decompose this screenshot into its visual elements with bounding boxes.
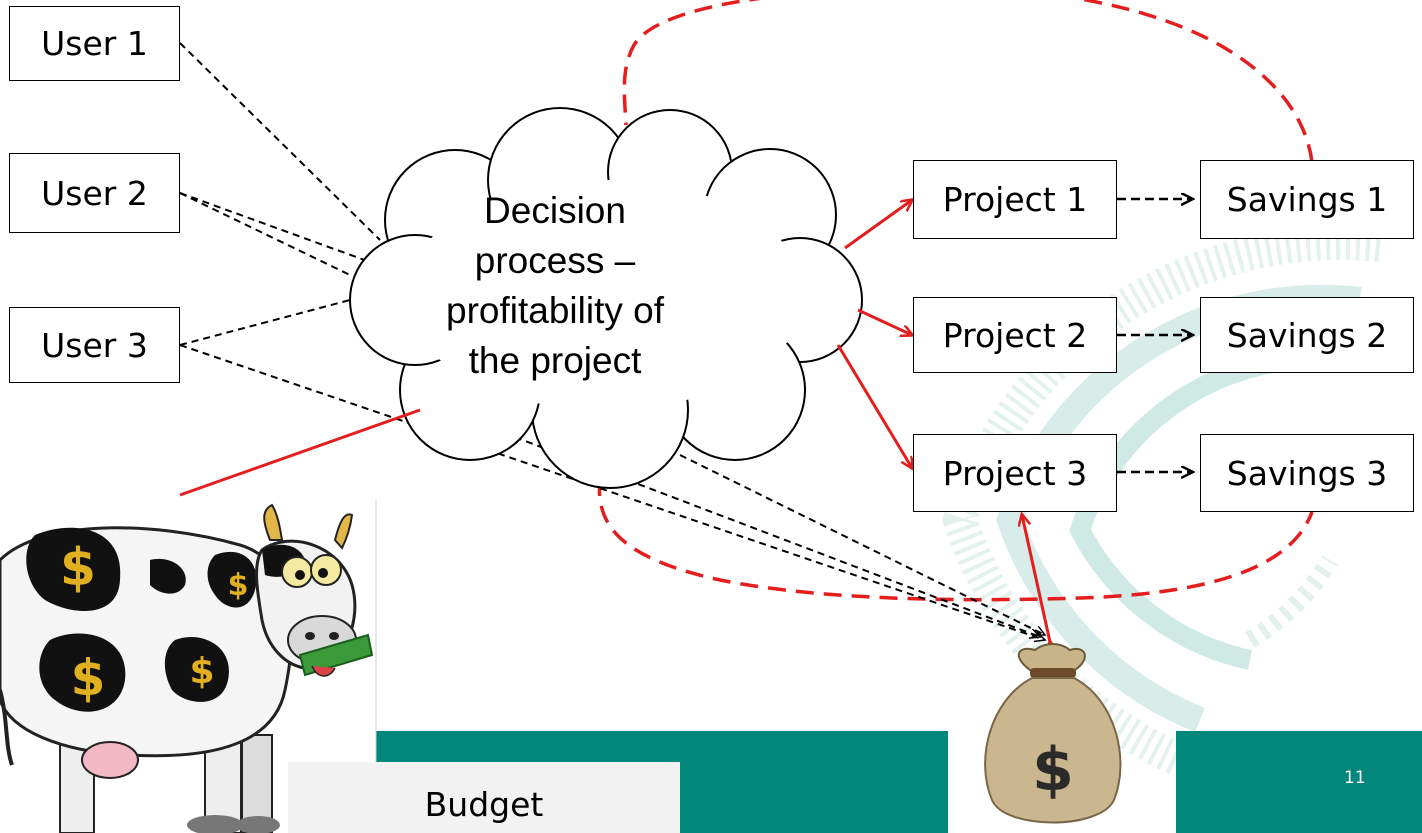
feedback-loop-bottom bbox=[597, 477, 1314, 602]
user-box-3: User 3 bbox=[9, 307, 180, 383]
savings-box-3: Savings 3 bbox=[1200, 434, 1414, 512]
money-bag-icon: $ bbox=[984, 643, 1122, 824]
decision-process-line-2: process – bbox=[474, 240, 636, 281]
savings-box-2: Savings 2 bbox=[1200, 297, 1414, 373]
decision-process-label: Decision process – profitability of the … bbox=[405, 186, 705, 386]
budget-link bbox=[179, 408, 421, 497]
svg-text:$: $ bbox=[60, 538, 96, 598]
project-box-2: Project 2 bbox=[913, 297, 1117, 373]
project-box-1: Project 1 bbox=[913, 160, 1117, 239]
user-box-1: User 1 bbox=[9, 6, 180, 81]
page-number: 11 bbox=[1344, 768, 1366, 788]
decision-process-line-4: the project bbox=[468, 340, 642, 381]
footer-band-right bbox=[1176, 731, 1422, 833]
user-links bbox=[179, 42, 1045, 640]
project-arrows bbox=[836, 200, 912, 468]
money-link bbox=[1022, 515, 1050, 642]
decision-process-line-3: profitability of bbox=[446, 290, 664, 331]
savings-arrows bbox=[1117, 199, 1192, 472]
feedback-loop-top bbox=[622, 0, 1314, 163]
savings-box-1: Savings 1 bbox=[1200, 160, 1414, 239]
cloud-shape bbox=[349, 107, 863, 489]
svg-text:$: $ bbox=[189, 651, 214, 692]
svg-text:$: $ bbox=[71, 649, 106, 707]
project-box-3: Project 3 bbox=[913, 434, 1117, 512]
cow-illustration: $ $ $ $ bbox=[0, 500, 377, 833]
decision-process-line-1: Decision bbox=[484, 190, 626, 231]
svg-text:$: $ bbox=[228, 568, 249, 603]
budget-label: Budget bbox=[288, 762, 680, 833]
user-box-2: User 2 bbox=[9, 153, 180, 233]
money-bag-symbol: $ bbox=[1032, 735, 1074, 805]
